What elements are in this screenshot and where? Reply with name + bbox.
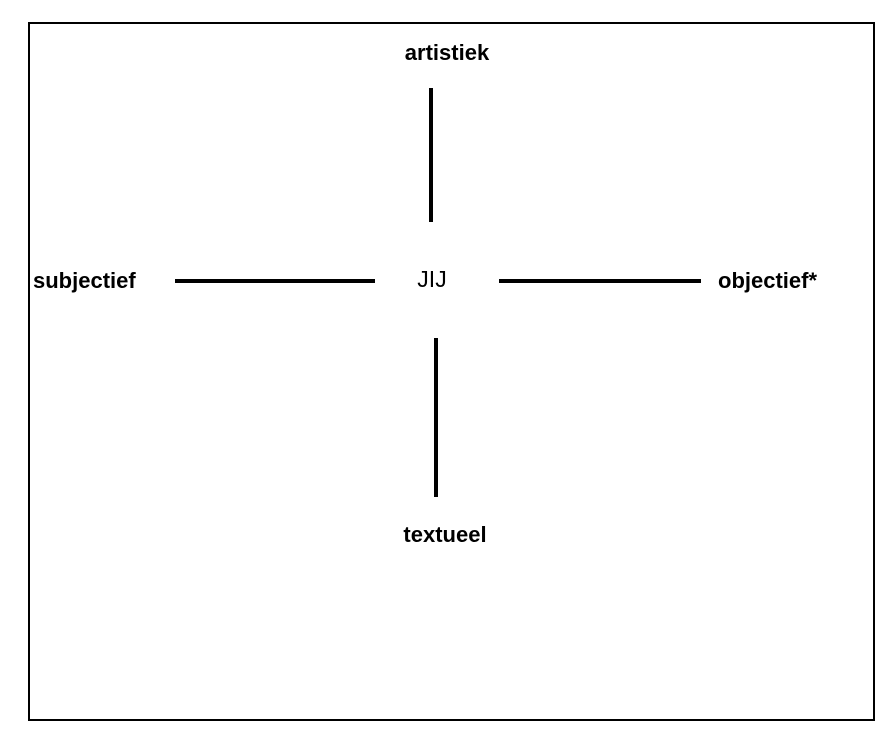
horizontal-axis-right-line (499, 279, 701, 283)
vertical-axis-upper-line (429, 88, 433, 222)
axis-label-subjectief: subjectief (33, 268, 136, 293)
axis-label-textueel: textueel (403, 522, 487, 547)
diagram-frame (28, 22, 875, 721)
axis-label-objectief: objectief* (718, 268, 818, 293)
horizontal-axis-left-line (175, 279, 375, 283)
axis-label-artistiek: artistiek (404, 40, 490, 65)
vertical-axis-lower-line (434, 338, 438, 497)
center-label-jij: JIJ (417, 266, 447, 292)
